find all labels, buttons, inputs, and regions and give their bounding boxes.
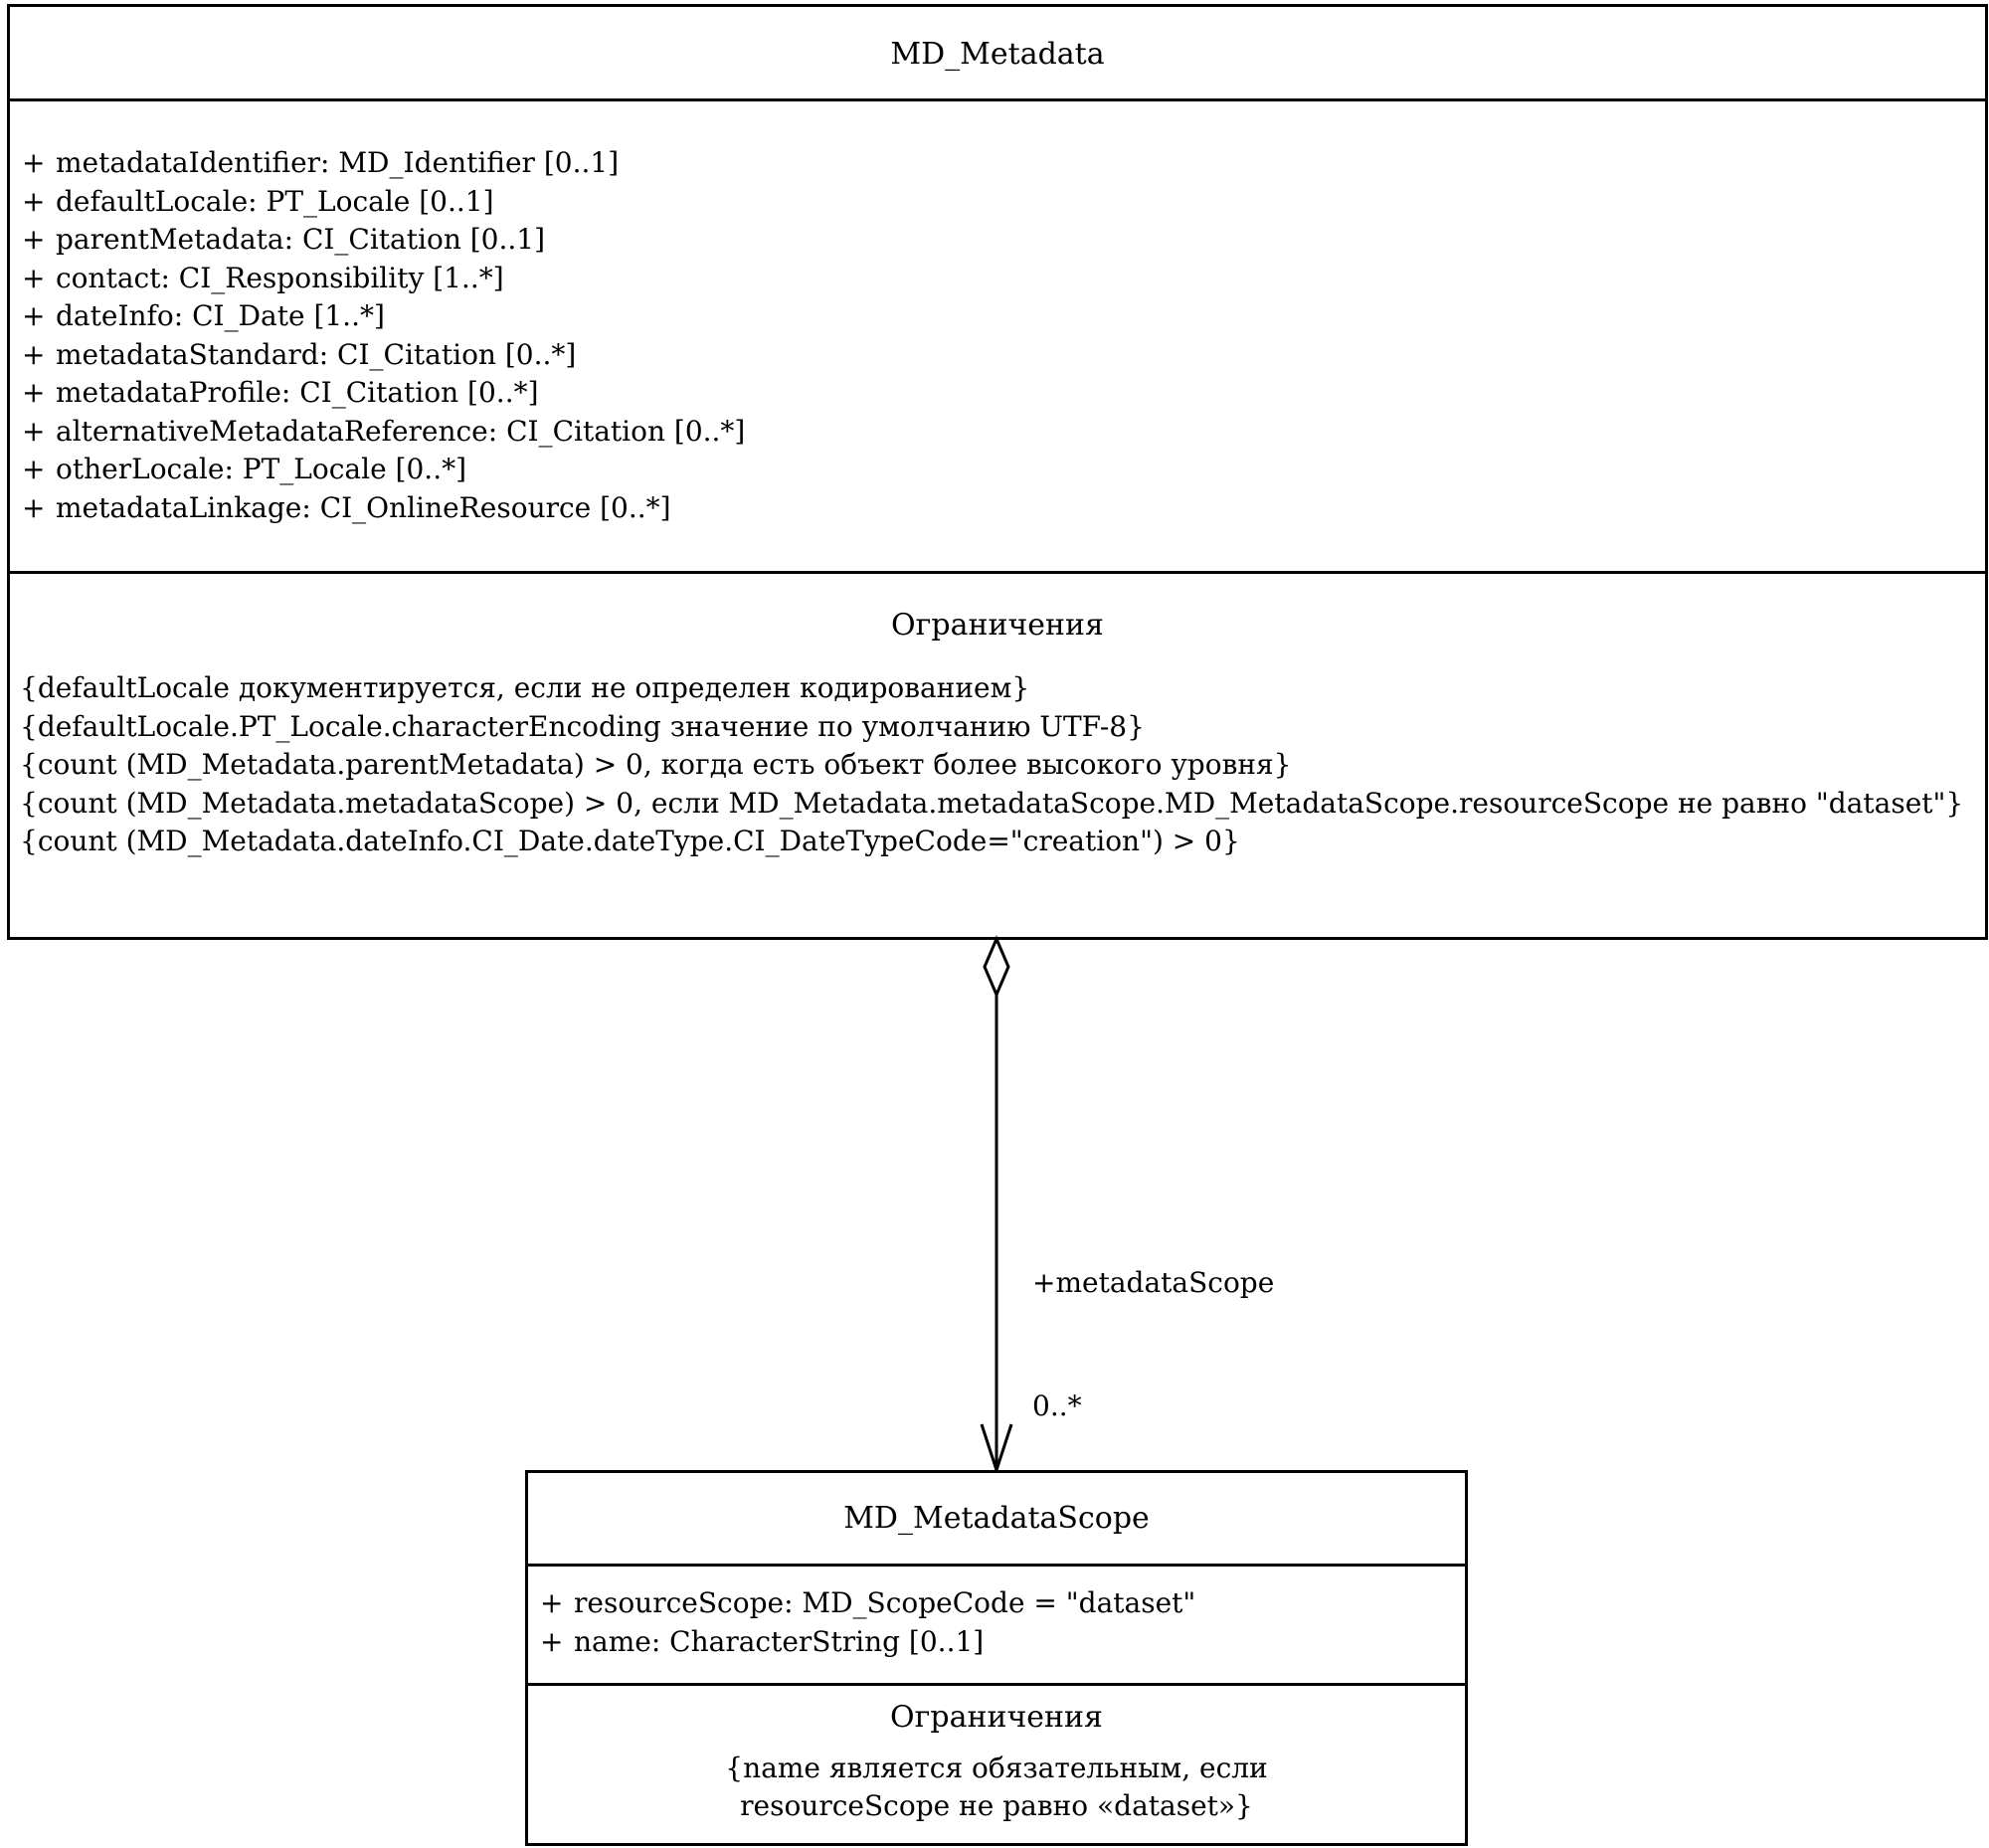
constraint-row: {count (MD_Metadata.dateInfo.CI_Date.dat… <box>20 825 1240 857</box>
attribute-text: otherLocale: PT_Locale [0..*] <box>56 453 467 485</box>
visibility-marker: + <box>22 490 46 524</box>
visibility-marker: + <box>22 184 46 218</box>
visibility-marker: + <box>540 1624 564 1658</box>
md-metadata-name-compartment: MD_Metadata <box>10 7 1985 98</box>
visibility-marker: + <box>22 376 46 409</box>
visibility-marker: + <box>22 299 46 332</box>
constraint-row: {count (MD_Metadata.metadataScope) > 0, … <box>20 786 1964 820</box>
attribute-row: + metadataIdentifier: MD_Identifier [0..1… <box>22 144 1973 183</box>
attribute-text: dateInfo: CI_Date [1..*] <box>56 299 385 332</box>
attribute-row: + alternativeMetadataReference: CI_Citati… <box>22 413 1973 452</box>
attribute-text: contact: CI_Responsibility [1..*] <box>56 261 504 294</box>
md-metadata-scope-class[interactable]: MD_MetadataScope + resourceScope: MD_Scop… <box>525 1470 1468 1846</box>
attribute-text: metadataStandard: CI_Citation [0..*] <box>56 337 577 371</box>
visibility-marker: + <box>22 146 46 179</box>
attribute-row: + contact: CI_Responsibility [1..*] <box>22 260 1973 298</box>
md-metadata-class[interactable]: MD_Metadata + metadataIdentifier: MD_Iden… <box>7 4 1988 940</box>
md-metadata-scope-constraints-title: Ограничения <box>890 1700 1103 1735</box>
md-metadata-scope-attributes-compartment: + resourceScope: MD_ScopeCode = "dataset"… <box>528 1564 1465 1683</box>
attribute-text: metadataIdentifier: MD_Identifier [0..1] <box>56 146 620 179</box>
attribute-row: + metadataLinkage: CI_OnlineResource [0..… <box>22 489 1973 528</box>
attribute-text: metadataLinkage: CI_OnlineResource [0..*… <box>56 490 671 524</box>
constraint-row: {count (MD_Metadata.parentMetadata) > 0,… <box>20 748 1292 781</box>
md-metadata-scope-constraints-compartment: Ограничения {name является обязательным,… <box>528 1683 1465 1843</box>
visibility-marker: + <box>22 337 46 371</box>
md-metadata-class-name: MD_Metadata <box>890 37 1105 72</box>
visibility-marker: + <box>22 223 46 256</box>
attribute-row: + otherLocale: PT_Locale [0..*] <box>22 451 1973 489</box>
md-metadata-constraints-compartment: Ограничения {defaultLocale документирует… <box>10 571 1985 937</box>
md-metadata-constraints-title: Ограничения <box>891 608 1104 643</box>
attribute-row: + metadataStandard: CI_Citation [0..*] <box>22 336 1973 375</box>
attribute-text: metadataProfile: CI_Citation [0..*] <box>56 376 539 409</box>
visibility-marker: + <box>22 261 46 294</box>
attribute-row: + parentMetadata: CI_Citation [0..1] <box>22 221 1973 260</box>
aggregation-diamond-icon <box>983 935 1010 999</box>
md-metadata-scope-constraint: {name является обязательным, если resour… <box>725 1752 1268 1822</box>
attribute-row: + defaultLocale: PT_Locale [0..1] <box>22 183 1973 222</box>
md-metadata-attribute-list: + metadataIdentifier: MD_Identifier [0..1… <box>22 144 1973 527</box>
md-metadata-constraint-list: {defaultLocale документируется, если не … <box>20 669 1965 861</box>
attribute-text: alternativeMetadataReference: CI_Citatio… <box>56 414 746 448</box>
md-metadata-scope-attribute-list: + resourceScope: MD_ScopeCode = "dataset"… <box>540 1584 1453 1661</box>
attribute-row: + metadataProfile: CI_Citation [0..*] <box>22 374 1973 413</box>
md-metadata-scope-name-compartment: MD_MetadataScope <box>528 1473 1465 1564</box>
association-multiplicity-label: 0..* <box>1032 1389 1082 1422</box>
constraint-row: {defaultLocale документируется, если не … <box>20 671 1030 704</box>
attribute-text: defaultLocale: PT_Locale [0..1] <box>56 184 494 218</box>
attribute-row: + dateInfo: CI_Date [1..*] <box>22 297 1973 336</box>
association-role-label: +metadataScope <box>1032 1266 1275 1299</box>
attribute-text: resourceScope: MD_ScopeCode = "dataset" <box>574 1586 1196 1619</box>
md-metadata-attributes-compartment: + metadataIdentifier: MD_Identifier [0..1… <box>10 98 1985 571</box>
visibility-marker: + <box>22 453 46 485</box>
constraint-row: {defaultLocale.PT_Locale.characterEncodi… <box>20 709 1145 743</box>
visibility-marker: + <box>540 1586 564 1619</box>
attribute-text: parentMetadata: CI_Citation [0..1] <box>56 223 546 256</box>
md-metadata-scope-class-name: MD_MetadataScope <box>843 1501 1150 1536</box>
attribute-text: name: CharacterString [0..1] <box>574 1624 985 1658</box>
attribute-row: + resourceScope: MD_ScopeCode = "dataset" <box>540 1584 1453 1623</box>
attribute-row: + name: CharacterString [0..1] <box>540 1623 1453 1662</box>
visibility-marker: + <box>22 414 46 448</box>
